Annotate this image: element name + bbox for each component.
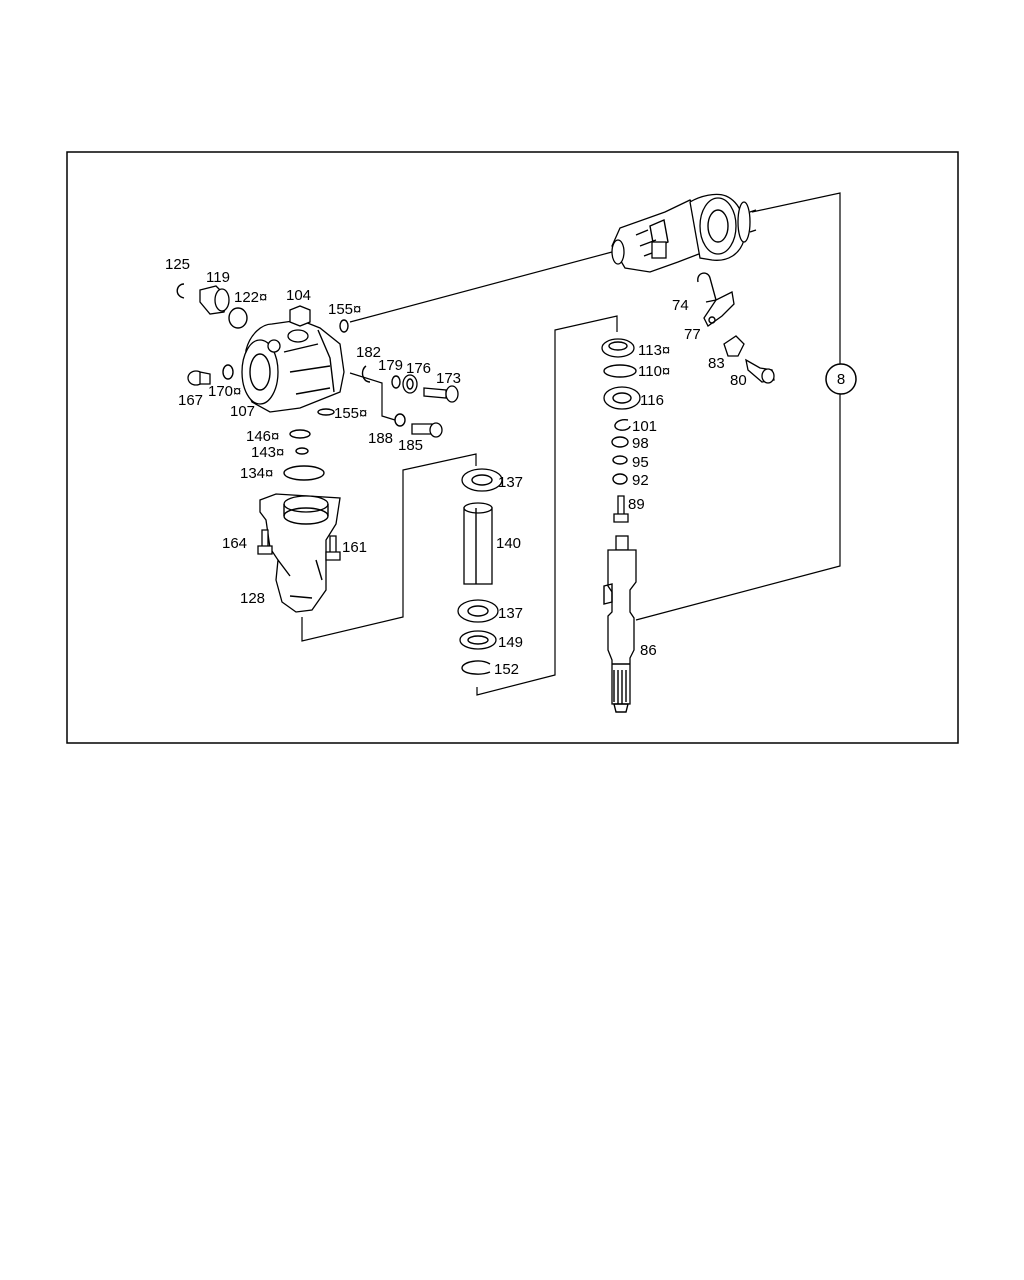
diagram-frame — [66, 151, 959, 744]
label-143: 143¤ — [251, 444, 284, 461]
part-137b-bearing — [457, 599, 499, 623]
part-185-bolt — [411, 422, 443, 438]
part-83-plate — [723, 335, 745, 357]
label-155-top: 155¤ — [328, 301, 361, 318]
label-83: 83 — [708, 355, 725, 372]
part-122-o-ring — [228, 307, 248, 329]
label-104: 104 — [286, 287, 311, 304]
label-86: 86 — [640, 642, 657, 659]
part-labels: 125 119 122¤ 104 155¤ 182 179 176 173 16… — [165, 256, 747, 678]
part-173-bolt — [423, 385, 459, 403]
gear-housing — [257, 493, 341, 613]
label-179: 179 — [378, 357, 403, 374]
part-155a-ring — [339, 319, 349, 333]
rotary-valve-assembly — [611, 193, 757, 273]
label-74: 74 — [672, 297, 689, 314]
part-125-snap-ring — [176, 283, 185, 299]
label-149: 149 — [498, 634, 523, 651]
label-98: 98 — [632, 435, 649, 452]
part-179-washer — [391, 375, 401, 389]
part-92-washer — [612, 473, 628, 485]
label-113: 113¤ — [638, 342, 670, 359]
part-155b-ring — [317, 408, 335, 416]
label-89: 89 — [628, 496, 645, 513]
clip-parts — [697, 272, 775, 384]
leader-lines — [301, 192, 841, 696]
part-116-bearing — [603, 386, 641, 410]
label-110: 110¤ — [638, 363, 670, 380]
label-176: 176 — [406, 360, 431, 377]
label-119: 119 — [206, 269, 230, 286]
valve-housing-cover — [241, 319, 345, 413]
part-176-seal — [402, 374, 418, 394]
part-188-washer — [394, 413, 406, 427]
label-146: 146¤ — [246, 428, 279, 445]
part-101-snap-ring — [614, 419, 631, 431]
part-86-shaft — [603, 535, 637, 713]
part-152-snap-ring — [461, 660, 491, 675]
label-92: 92 — [632, 472, 649, 489]
part-167-plug — [187, 370, 211, 386]
callout-label: 8 — [837, 371, 845, 388]
part-161-bolt — [325, 535, 341, 561]
label-122: 122¤ — [234, 289, 267, 306]
part-149-seal — [459, 630, 497, 650]
part-74-clip — [697, 272, 717, 303]
label-173: 173 — [436, 370, 461, 387]
label-140: 140 — [496, 535, 521, 552]
label-182: 182 — [356, 344, 381, 361]
label-164: 164 — [222, 535, 247, 552]
part-140-sleeve — [463, 502, 493, 585]
label-80: 80 — [730, 372, 747, 389]
part-170-ring — [222, 364, 234, 380]
part-98-washer — [611, 436, 629, 448]
part-104-nut — [289, 305, 311, 327]
label-161: 161 — [342, 539, 367, 556]
part-113-seal — [601, 338, 635, 358]
label-95: 95 — [632, 454, 649, 471]
part-95-washer — [612, 455, 628, 465]
label-167: 167 — [178, 392, 203, 409]
label-125: 125 — [165, 256, 190, 273]
part-182-ring — [361, 365, 371, 383]
label-77: 77 — [684, 326, 701, 343]
label-128: 128 — [240, 590, 265, 607]
label-185: 185 — [398, 437, 423, 454]
callout-circle: 8 — [825, 363, 857, 395]
label-137-top: 137 — [498, 474, 523, 491]
part-110-ring — [603, 364, 637, 378]
part-89-screw — [613, 495, 629, 523]
part-134-o-ring — [283, 465, 325, 481]
label-134: 134¤ — [240, 465, 273, 482]
label-152: 152 — [494, 661, 519, 678]
label-107: 107 — [230, 403, 255, 420]
label-155-bottom: 155¤ — [334, 405, 367, 422]
label-101: 101 — [632, 418, 657, 435]
label-170: 170¤ — [208, 383, 241, 400]
part-119-fitting — [199, 285, 230, 315]
label-116: 116 — [640, 392, 664, 409]
part-143-ring — [295, 447, 309, 455]
part-164-bolt — [257, 529, 273, 555]
part-137a-bearing — [461, 468, 503, 492]
label-188: 188 — [368, 430, 393, 447]
label-137-bottom: 137 — [498, 605, 523, 622]
part-146-ring — [289, 429, 311, 439]
